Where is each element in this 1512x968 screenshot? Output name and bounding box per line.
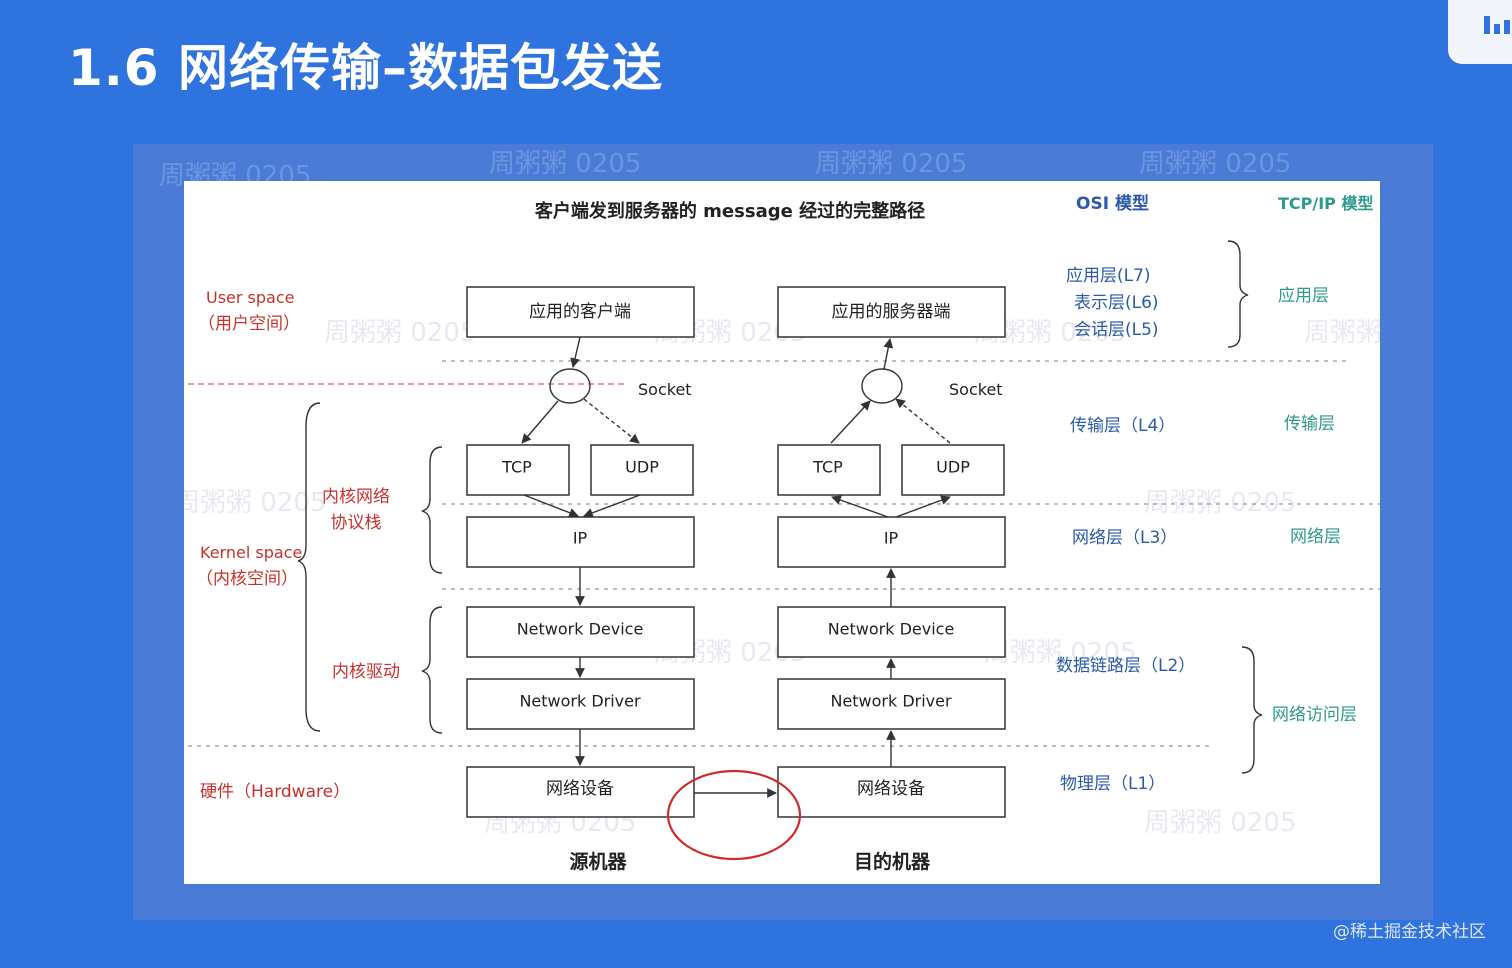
- kernel-space-cn-label: （内核空间）: [196, 569, 298, 589]
- osi-l7-label: 应用层(L7): [1066, 266, 1151, 286]
- source-udp-box: [590, 444, 694, 496]
- stack-brace: [421, 446, 443, 574]
- source-app-label: 应用的客户端: [529, 302, 631, 322]
- source-socket-label: Socket: [638, 380, 692, 399]
- source-ip-label: IP: [573, 529, 588, 548]
- highlight-circle: [666, 769, 802, 861]
- osi-header: OSI 模型: [1076, 193, 1149, 214]
- osi-l6-label: 表示层(L6): [1074, 293, 1159, 313]
- kernel-stack-label: 内核网络: [322, 487, 390, 507]
- source-hw-label: 网络设备: [546, 779, 614, 799]
- hardware-label: 硬件（Hardware）: [200, 782, 350, 802]
- tcpip-app-label: 应用层: [1278, 286, 1329, 306]
- osi-l4-label: 传输层（L4）: [1070, 416, 1175, 436]
- source-driver-label: Network Driver: [519, 692, 641, 711]
- app-layer-brace: [1227, 240, 1249, 348]
- dest-tcp-box: [777, 444, 881, 496]
- kernel-stack-label: 协议栈: [331, 513, 382, 533]
- arrow: [895, 398, 951, 444]
- kernel-driver-label: 内核驱动: [332, 662, 400, 682]
- source-ip-box: [466, 516, 695, 568]
- tcpip-transport-label: 传输层: [1284, 414, 1335, 434]
- dest-device-label: Network Device: [828, 620, 955, 639]
- dest-hw-label: 网络设备: [857, 779, 925, 799]
- dest-tcp-label: TCP: [812, 458, 843, 477]
- source-device-label: Network Device: [517, 620, 644, 639]
- watermark: 周粥粥 0205: [1144, 808, 1296, 838]
- osi-l5-label: 会话层(L5): [1074, 320, 1159, 340]
- diagram-title: 客户端发到服务器的 message 经过的完整路径: [535, 200, 925, 222]
- diagram-paper: 周粥粥 0205 周粥粥 0205 周粥粥 0205 周粥粥 0205 周粥粥 …: [184, 181, 1380, 884]
- source-tcp-box: [466, 444, 570, 496]
- dest-hw-box: [777, 766, 1006, 818]
- kernel-space-label: Kernel space: [200, 543, 302, 562]
- tcpip-header: TCP/IP 模型: [1278, 194, 1373, 213]
- credit-text: @稀土掘金技术社区: [1333, 922, 1486, 942]
- source-machine-label: 源机器: [569, 850, 627, 873]
- user-space-label: User space: [206, 288, 295, 307]
- source-tcp-label: TCP: [501, 458, 532, 477]
- osi-l3-label: 网络层（L3）: [1072, 528, 1177, 548]
- arrow: [521, 400, 559, 444]
- osi-l2-label: 数据链路层（L2）: [1056, 656, 1195, 676]
- frame-watermarks: 周粥粥 0205 周粥粥 0205 周粥粥 0205 周粥粥 0205: [159, 149, 1291, 191]
- dest-socket-circle: [861, 368, 903, 404]
- dest-driver-box: [777, 678, 1006, 730]
- source-hw-box: [466, 766, 695, 818]
- source-app-box: [466, 286, 695, 338]
- arrow: [570, 336, 581, 368]
- source-device-box: [466, 606, 695, 658]
- arrow: [523, 494, 579, 518]
- brand-logo-icon: [1448, 0, 1512, 64]
- slide-title: 1.6 网络传输–数据包发送: [68, 39, 663, 97]
- dest-device-box: [777, 606, 1006, 658]
- dest-socket-label: Socket: [949, 380, 1003, 399]
- source-socket-circle: [549, 368, 591, 404]
- arrow: [831, 495, 889, 518]
- arrow: [583, 494, 641, 518]
- watermark: 周粥粥 0205: [1304, 318, 1380, 348]
- watermark: 周粥粥 0205: [984, 638, 1136, 668]
- dest-udp-label: UDP: [936, 458, 970, 477]
- dest-app-box: [777, 286, 1006, 338]
- source-driver-box: [466, 678, 695, 730]
- tcpip-network-label: 网络层: [1290, 527, 1341, 547]
- dest-machine-label: 目的机器: [854, 850, 931, 873]
- driver-brace: [421, 606, 443, 734]
- kernel-space-brace: [297, 402, 321, 732]
- source-udp-label: UDP: [625, 458, 659, 477]
- arrow: [883, 338, 894, 370]
- osi-l1-label: 物理层（L1）: [1060, 774, 1165, 794]
- dest-app-label: 应用的服务器端: [832, 302, 951, 322]
- tcpip-access-label: 网络访问层: [1272, 705, 1357, 725]
- watermark: 周粥粥 0205: [1144, 488, 1296, 518]
- watermark: 周粥粥 0205: [324, 318, 476, 348]
- network-path-diagram: 周粥粥 0205 周粥粥 0205 周粥粥 0205 周粥粥 0205 周粥粥 …: [184, 193, 1380, 873]
- arrow: [895, 495, 951, 518]
- watermark: 周粥粥 0205: [815, 149, 967, 179]
- user-space-cn-label: （用户空间）: [198, 314, 300, 334]
- arrow: [830, 400, 871, 444]
- dest-driver-label: Network Driver: [830, 692, 952, 711]
- watermark: 周粥粥 0205: [489, 149, 641, 179]
- watermark: 周粥粥 0205: [1139, 149, 1291, 179]
- dest-udp-box: [901, 444, 1005, 496]
- access-layer-brace: [1241, 646, 1263, 774]
- dest-ip-box: [777, 516, 1006, 568]
- watermark: 周粥粥 0205: [184, 488, 326, 518]
- arrow: [583, 398, 640, 444]
- dest-ip-label: IP: [884, 529, 899, 548]
